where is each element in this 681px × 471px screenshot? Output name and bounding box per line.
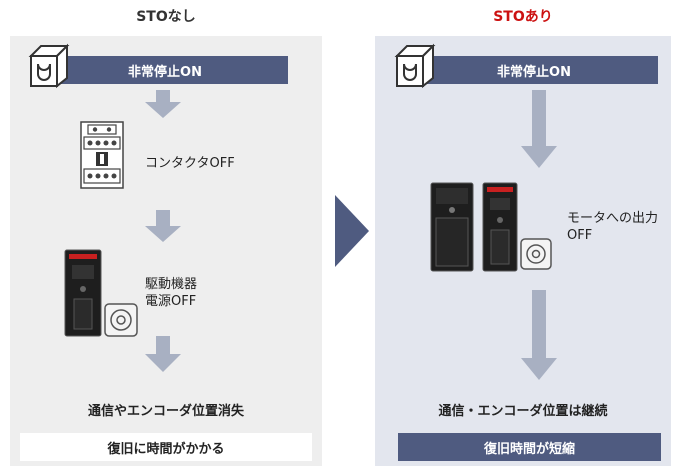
contactor-icon	[80, 121, 124, 189]
motor-icon	[520, 238, 552, 270]
right-step1-line1: モータへの出力	[567, 211, 659, 226]
down-arrow-icon	[521, 290, 557, 380]
down-arrow-icon	[145, 210, 181, 242]
chevron-right-icon	[335, 195, 369, 267]
right-step1-line2: OFF	[567, 228, 593, 243]
right-step1-label: モータへの出力 OFF	[567, 210, 658, 244]
down-arrow-icon	[145, 336, 181, 372]
left-step2-line1: 駆動機器	[145, 277, 198, 292]
down-arrow-icon	[145, 90, 181, 118]
left-step1-label: コンタクタOFF	[145, 156, 235, 171]
down-arrow-icon	[521, 90, 557, 168]
right-result-box: 復旧時間が短縮	[398, 433, 661, 461]
motor-icon	[104, 303, 138, 337]
left-emergency-banner: 非常停止ON	[42, 56, 288, 84]
left-step2-line2: 電源OFF	[145, 294, 197, 309]
servo-drive-icon	[482, 182, 518, 272]
left-outcome-text: 通信やエンコーダ位置消失	[87, 404, 244, 419]
servo-drive-icon	[64, 249, 102, 337]
left-result-box: 復旧に時間がかかる	[20, 433, 312, 461]
emergency-switch-icon	[394, 43, 436, 89]
right-emergency-banner: 非常停止ON	[410, 56, 658, 84]
right-outcome-text: 通信・エンコーダ位置は継続	[438, 404, 608, 419]
left-step2-label: 駆動機器 電源OFF	[145, 276, 197, 310]
emergency-switch-icon	[28, 43, 70, 89]
left-column-title: STOなし	[136, 9, 196, 25]
servo-drive-icon	[430, 182, 474, 272]
right-column-title: STOあり	[493, 9, 553, 25]
